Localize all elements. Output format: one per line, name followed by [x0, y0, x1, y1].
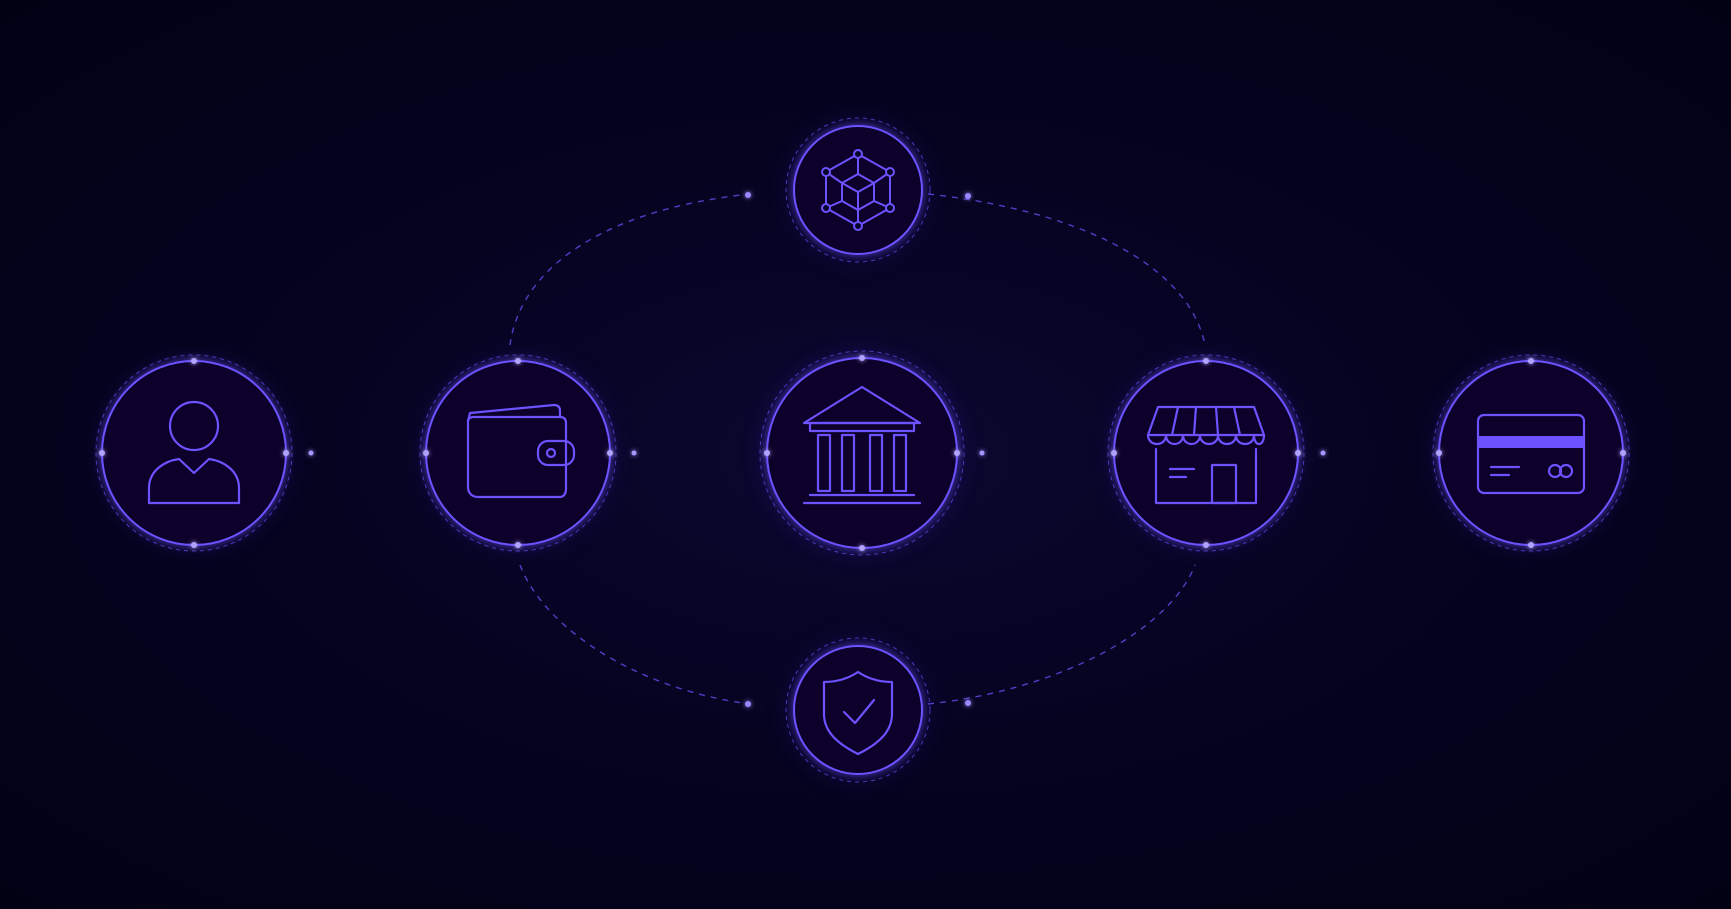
cube-network-icon [821, 149, 895, 231]
connection-dot [965, 700, 971, 706]
connection-dot [745, 192, 751, 198]
node-security[interactable] [784, 636, 932, 784]
arrow-dot [979, 450, 985, 456]
user-icon [147, 400, 241, 505]
dashed-connections [509, 193, 1206, 705]
wallet-icon [466, 403, 576, 499]
credit-card-icon [1476, 413, 1586, 495]
arrow-dot [1320, 450, 1326, 456]
node-store[interactable] [1106, 353, 1306, 553]
connection-dots [745, 192, 971, 707]
arrow-dot [308, 450, 314, 456]
edge-security-store [927, 564, 1196, 705]
edge-wallet-security [519, 564, 751, 705]
node-user[interactable] [94, 353, 294, 553]
edge-wallet-blockchain [509, 193, 751, 346]
connection-dot [965, 193, 971, 199]
shield-check-icon [822, 670, 894, 756]
arrow-dots [308, 450, 1326, 456]
arrow-dot [631, 450, 637, 456]
node-wallet[interactable] [418, 353, 618, 553]
store-icon [1146, 405, 1266, 505]
node-bank[interactable] [758, 349, 966, 557]
edge-blockchain-store [927, 193, 1206, 346]
node-card[interactable] [1431, 353, 1631, 553]
bank-icon [802, 385, 922, 505]
connection-dot [745, 701, 751, 707]
node-blockchain[interactable] [784, 116, 932, 264]
